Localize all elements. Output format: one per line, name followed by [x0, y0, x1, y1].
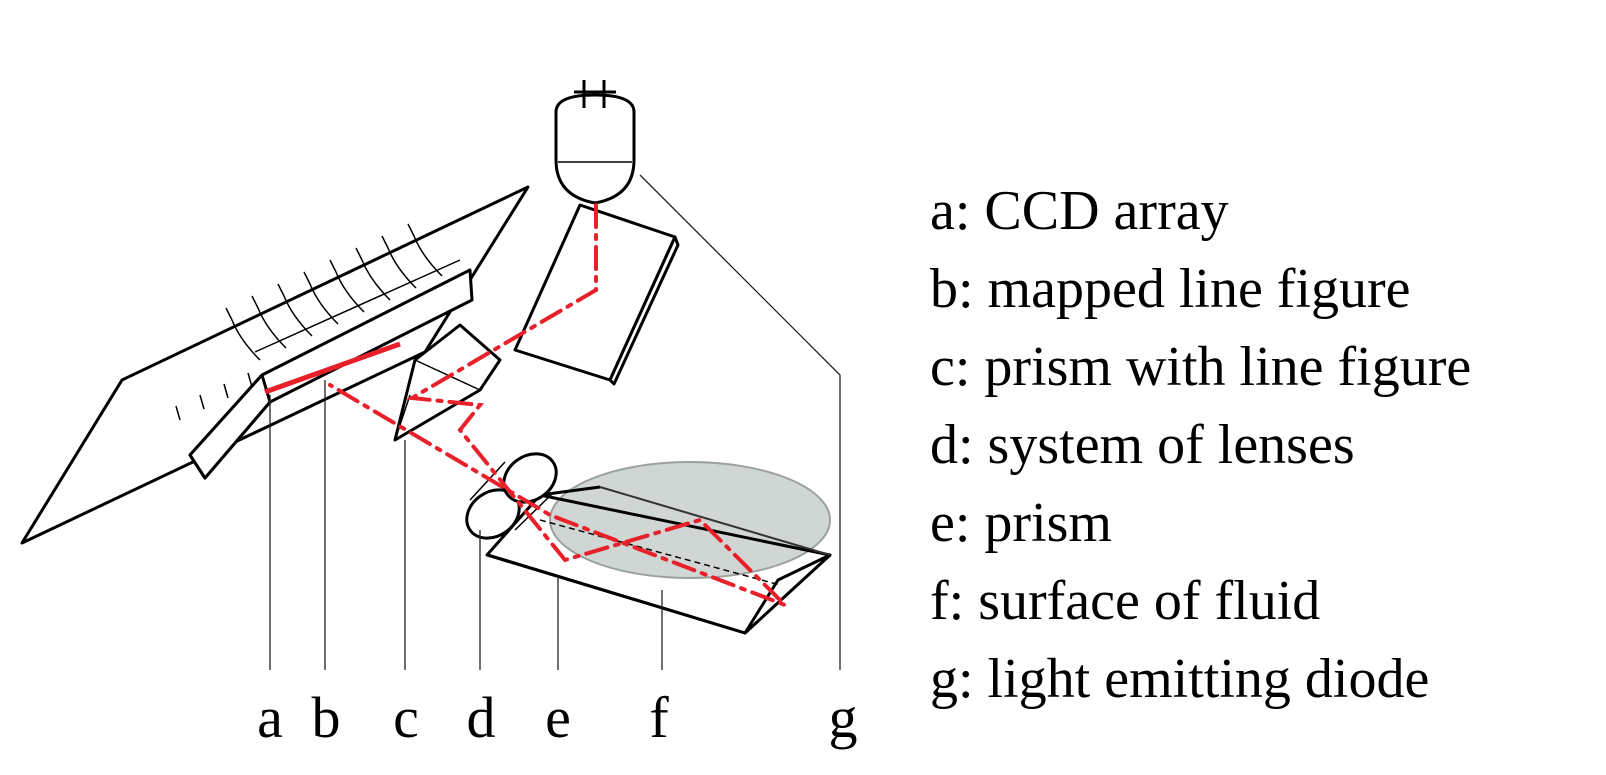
ccd-pin	[407, 223, 443, 277]
ccd-pin	[355, 247, 391, 301]
light-beam	[328, 203, 787, 607]
ccd-pin	[251, 295, 287, 349]
lower-prism	[485, 485, 832, 635]
legend-item-a: a: CCD array	[930, 180, 1229, 242]
upper-plate	[513, 203, 680, 386]
ccd-pin	[223, 383, 229, 399]
legend-item-c: c: prism with line figure	[930, 336, 1472, 398]
label-g: g	[829, 685, 858, 750]
label-c: c	[393, 685, 419, 750]
mapped-line-figure	[264, 341, 401, 395]
ccd-pin	[277, 283, 313, 337]
prism-with-line-figure	[393, 323, 502, 442]
ccd-pin	[381, 235, 417, 289]
legend-item-e: e: prism	[930, 492, 1112, 554]
fluid-surface	[549, 461, 831, 579]
ccd-pins	[175, 223, 443, 421]
legend-item-b: b: mapped line figure	[930, 258, 1411, 320]
label-d: d	[467, 685, 496, 750]
label-a: a	[257, 685, 283, 750]
lens-system	[465, 452, 558, 540]
label-b: b	[312, 685, 341, 750]
ccd-pin	[199, 394, 205, 410]
led	[554, 80, 636, 205]
label-f: f	[649, 685, 669, 750]
leader-lines	[269, 174, 841, 670]
ccd-pin	[225, 307, 261, 361]
circuit-board	[20, 185, 530, 545]
legend-item-f: f: surface of fluid	[930, 570, 1321, 632]
label-e: e	[545, 685, 571, 750]
legend-item-d: d: system of lenses	[930, 414, 1355, 476]
ccd-pin	[303, 271, 339, 325]
legend: a: CCD array b: mapped line figure c: pr…	[930, 172, 1471, 718]
legend-item-g: g: light emitting diode	[930, 648, 1430, 710]
ccd-pin	[175, 405, 181, 421]
ccd-pin	[329, 259, 365, 313]
